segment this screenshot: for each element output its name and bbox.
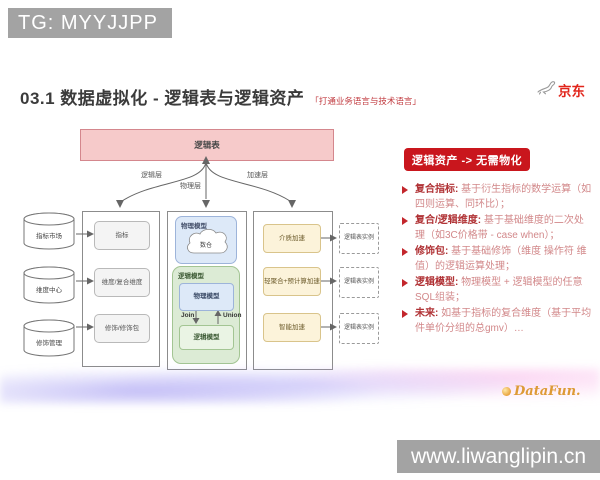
instance-node: 逻辑表实例 xyxy=(339,267,379,298)
logic-item-modifier: 修饰/修饰包 xyxy=(94,314,150,343)
bullet-text: 基于基础修饰（维度 操作符 维值）的逻辑运算处理； xyxy=(415,246,587,272)
bullet-label: 复合/逻辑维度: xyxy=(415,215,482,226)
bullet-arrow-icon xyxy=(402,310,408,318)
instance-node: 逻辑表实例 xyxy=(339,313,379,344)
jd-logo: 京东 xyxy=(536,80,585,100)
jd-logo-text: 京东 xyxy=(558,84,585,99)
accel-item-preagg: 轻聚合+预计算加速 xyxy=(263,267,321,296)
datafun-logo: DataFun. xyxy=(502,384,581,399)
jd-dog-icon xyxy=(536,80,556,100)
instance-node: 逻辑表实例 xyxy=(339,223,379,254)
inner-logical-model: 逻辑模型 xyxy=(179,325,234,350)
accel-item-media: 介质加速 xyxy=(263,224,321,253)
warehouse-cloud-label: 数仓 xyxy=(199,243,212,249)
bullet-text: 基于衍生指标的数学运算（如四则运算、同环比）； xyxy=(415,184,592,210)
bullet-arrow-icon xyxy=(402,217,408,225)
bullet-list: 复合指标: 基于衍生指标的数学运算（如四则运算、同环比）； 复合/逻辑维度: 基… xyxy=(402,183,592,338)
datafun-sun-icon xyxy=(502,387,511,396)
list-item: 复合/逻辑维度: 基于基础维度的二次处理（如3C价格带 - case when）… xyxy=(402,214,592,243)
watermark-bottom-right: www.liwanglipin.cn xyxy=(397,440,600,473)
list-item: 逻辑模型: 物理模型 + 逻辑模型的任意SQL组装； xyxy=(402,276,592,305)
union-label: Union xyxy=(223,312,242,319)
bullet-text: 基于基础维度的二次处理（如3C价格带 - case when）； xyxy=(415,215,584,241)
bullet-label: 未来: xyxy=(415,308,439,319)
physical-layer-label: 物理层 xyxy=(180,183,201,190)
logic-item-metric: 指标 xyxy=(94,221,150,250)
bullet-label: 修饰包: xyxy=(415,246,449,257)
join-label: Join xyxy=(181,312,195,319)
logical-asset-badge: 逻辑资产 -> 无需物化 xyxy=(404,148,530,171)
physical-model-label: 物理模型 xyxy=(181,223,207,230)
bullet-text: 如基于指标的复合维度（基于平均件单价分组的总gmv）… xyxy=(415,308,592,334)
page-subtitle: 「打通业务语言与技术语言」 xyxy=(310,96,421,106)
logic-item-dimension: 维度/复合维度 xyxy=(94,268,150,297)
list-item: 复合指标: 基于衍生指标的数学运算（如四则运算、同环比）； xyxy=(402,183,592,212)
source-dimension-center: 维度中心 xyxy=(36,287,62,294)
datafun-logo-text: DataFun. xyxy=(514,384,581,399)
watermark-top-left: TG: MYYJJPP xyxy=(8,8,172,38)
source-metric-market: 指标市场 xyxy=(36,233,62,240)
inner-physical-model: 物理模型 xyxy=(179,283,234,311)
bullet-arrow-icon xyxy=(402,186,408,194)
logical-table-bar: 逻辑表 xyxy=(80,129,334,161)
list-item: 修饰包: 基于基础修饰（维度 操作符 维值）的逻辑运算处理； xyxy=(402,245,592,274)
accel-item-smart: 智能加速 xyxy=(263,313,321,342)
logical-model-label: 逻辑模型 xyxy=(178,273,204,280)
bullet-label: 复合指标: xyxy=(415,184,459,195)
bullet-arrow-icon xyxy=(402,248,408,256)
header: 03.1 数据虚拟化 - 逻辑表与逻辑资产「打通业务语言与技术语言」 xyxy=(20,84,540,109)
page-title: 03.1 数据虚拟化 - 逻辑表与逻辑资产 xyxy=(20,89,305,108)
decorative-wave xyxy=(0,368,600,404)
bullet-arrow-icon xyxy=(402,279,408,287)
bullet-label: 逻辑模型: xyxy=(415,277,459,288)
accel-layer-label: 加速层 xyxy=(247,172,268,179)
bullet-text: 物理模型 + 逻辑模型的任意SQL组装； xyxy=(415,277,583,303)
logic-layer-label: 逻辑层 xyxy=(141,172,162,179)
list-item: 未来: 如基于指标的复合维度（基于平均件单价分组的总gmv）… xyxy=(402,307,592,336)
source-modifier-management: 修饰管理 xyxy=(36,340,62,347)
